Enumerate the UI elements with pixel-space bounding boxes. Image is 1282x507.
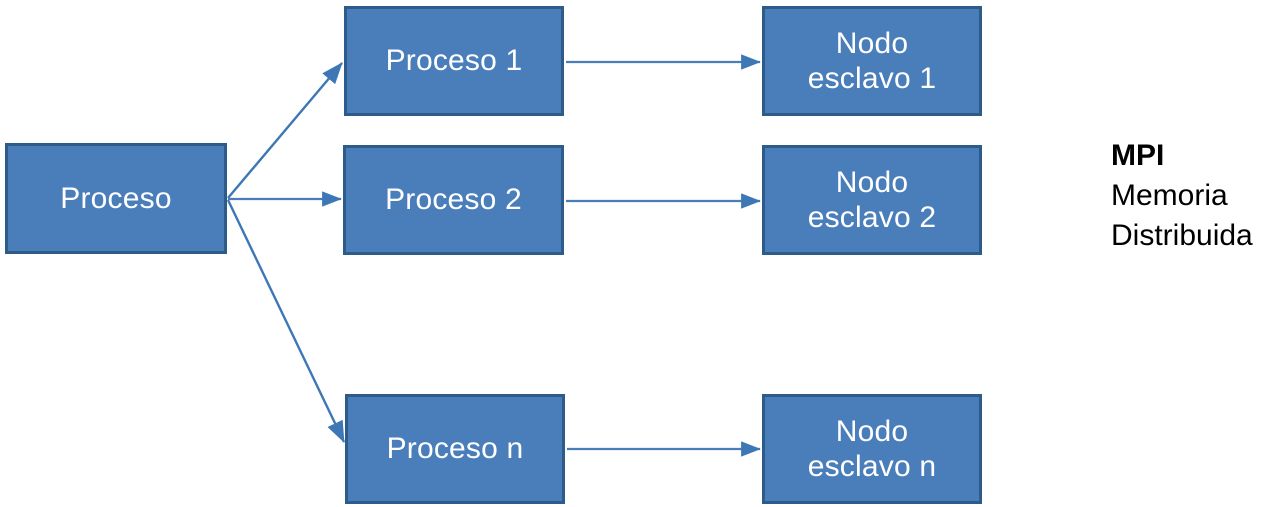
node-proceso-n[interactable]: Proceso n [345, 394, 565, 504]
edge-root-to-process-1 [227, 62, 343, 199]
node-proceso-1[interactable]: Proceso 1 [344, 6, 564, 116]
node-label: Proceso [60, 181, 172, 215]
annotation-block: MPI Memoria Distribuida [1111, 136, 1282, 256]
node-label: Nodo esclavo 1 [807, 26, 937, 95]
node-nodo-esclavo-1[interactable]: Nodo esclavo 1 [762, 6, 982, 116]
node-proceso-2[interactable]: Proceso 2 [343, 145, 564, 255]
edge-root-to-process-n [226, 199, 346, 443]
node-nodo-esclavo-2[interactable]: Nodo esclavo 2 [762, 145, 982, 255]
node-label: Proceso 2 [385, 183, 522, 217]
annotation-line-memoria: Memoria [1111, 178, 1228, 212]
node-label: Proceso n [386, 432, 524, 466]
annotation-line-mpi: MPI [1111, 139, 1165, 172]
node-label: Nodo esclavo 2 [807, 165, 937, 234]
annotation-line-distribuida: Distribuida [1111, 218, 1253, 252]
node-label: Proceso 1 [385, 44, 523, 78]
node-label: Nodo esclavo n [807, 414, 937, 483]
node-proceso-root[interactable]: Proceso [5, 143, 227, 254]
node-nodo-esclavo-n[interactable]: Nodo esclavo n [762, 394, 982, 504]
